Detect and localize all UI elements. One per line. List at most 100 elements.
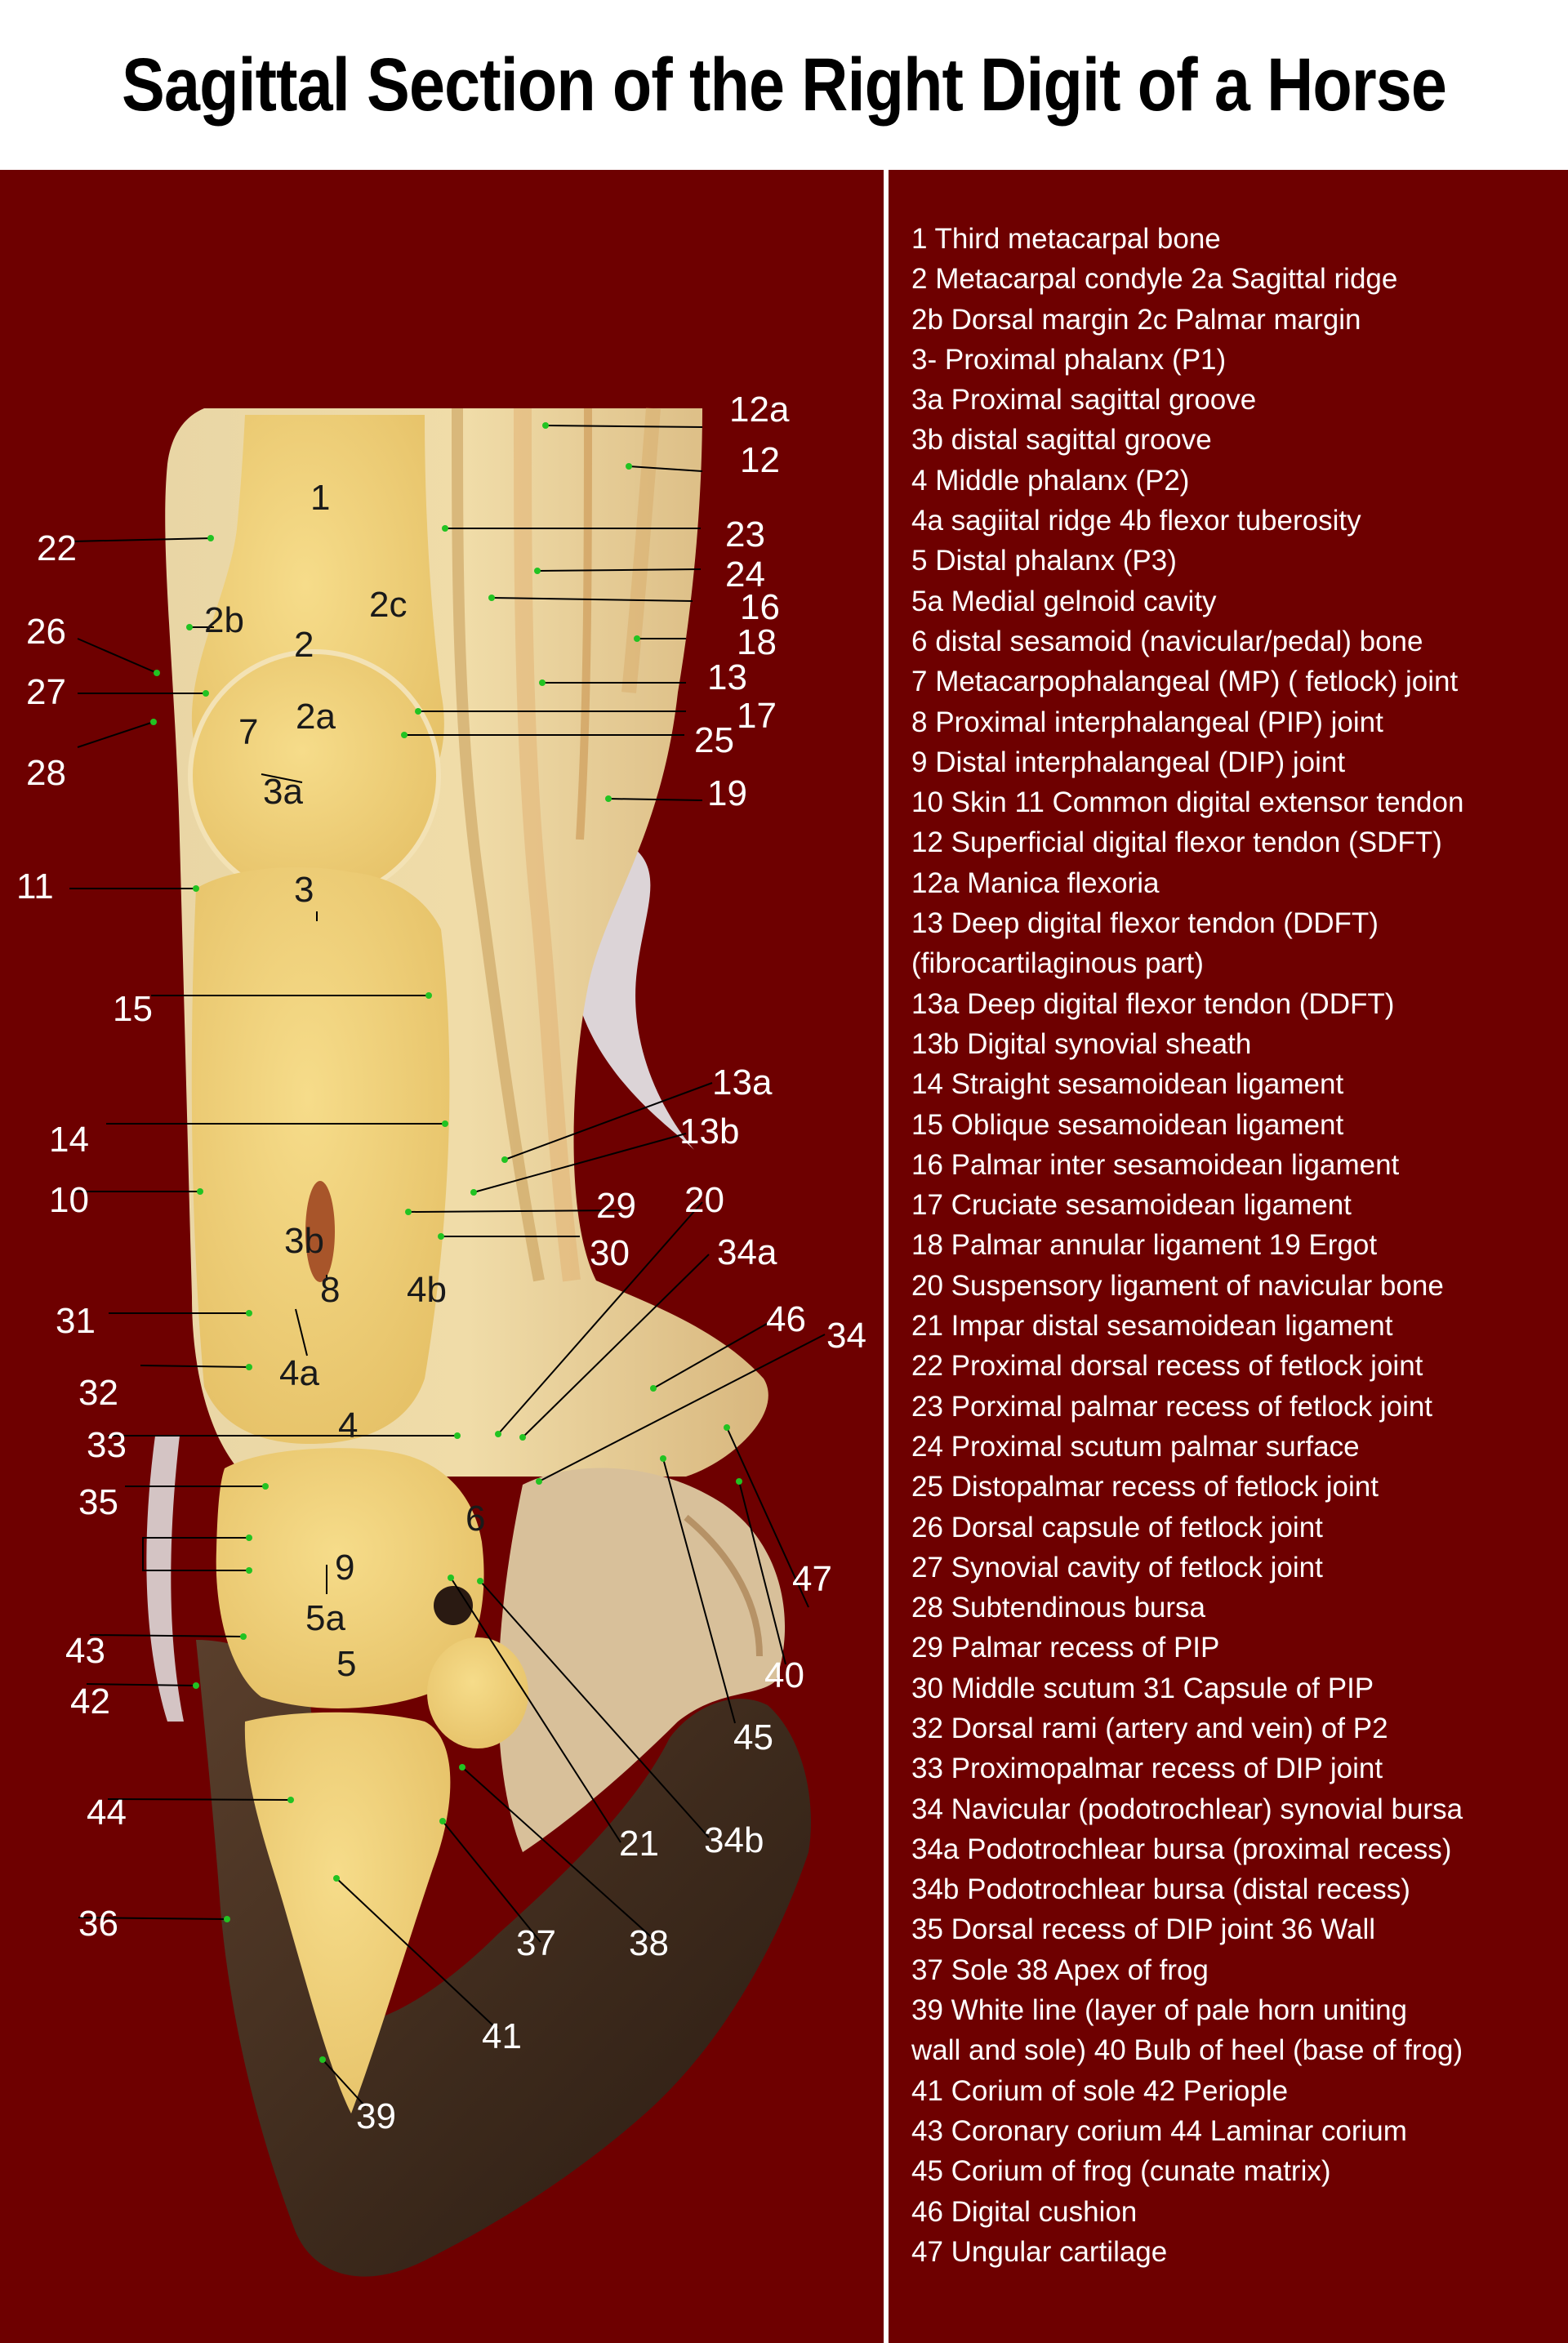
leader-line xyxy=(537,568,702,572)
leader-line xyxy=(77,721,154,748)
leader-line xyxy=(89,1634,244,1637)
structure-label: 34b xyxy=(704,1820,764,1860)
pointer-dot xyxy=(477,1578,483,1584)
legend-item: 13b Digital synovial sheath xyxy=(911,1027,1252,1060)
pointer-dot xyxy=(534,568,541,574)
structure-label: 13b xyxy=(679,1111,740,1151)
leader-line xyxy=(107,1798,292,1801)
digital-cushion xyxy=(498,1468,786,1852)
structure-label: 24 xyxy=(725,555,765,595)
structure-label: 29 xyxy=(596,1186,636,1226)
pointer-dot xyxy=(439,1818,446,1824)
structure-label: 27 xyxy=(26,672,66,712)
structure-label: 44 xyxy=(87,1793,127,1833)
legend-item: 24 Proximal scutum palmar surface xyxy=(911,1430,1360,1463)
leader-line xyxy=(408,1209,621,1213)
leader-line xyxy=(461,1766,654,1940)
leader-line xyxy=(545,425,703,428)
title-bar: Sagittal Section of the Right Digit of a… xyxy=(0,0,1568,170)
pointer-dot xyxy=(454,1432,461,1439)
structure-label: 2b xyxy=(204,600,244,640)
legend-item: 2 Metacarpal condyle 2a Sagittal ridge xyxy=(911,263,1398,296)
legend-item: 23 Porximal palmar recess of fetlock joi… xyxy=(911,1390,1433,1423)
legend-item: 33 Proximopalmar recess of DIP joint xyxy=(911,1753,1383,1785)
leader-line xyxy=(538,1334,826,1482)
pointer-dot xyxy=(415,708,421,715)
leader-line xyxy=(497,1201,703,1435)
legend-item: 13 Deep digital flexor tendon (DDFT) xyxy=(911,907,1379,940)
legend-item: 1 Third metacarpal bone xyxy=(911,223,1221,255)
structure-label: 19 xyxy=(707,773,747,813)
pointer-dot xyxy=(442,1120,448,1127)
legend-item: 29 Palmar recess of PIP xyxy=(911,1632,1220,1664)
legend-item: (fibrocartilaginous part) xyxy=(911,947,1204,980)
p1-foramen xyxy=(305,1181,335,1282)
pointer-dot xyxy=(197,1188,203,1195)
structure-label: 42 xyxy=(70,1682,110,1722)
legend-item: 34 Navicular (podotrochlear) synovial bu… xyxy=(911,1793,1463,1825)
structure-label: 35 xyxy=(78,1482,118,1522)
structure-label: 6 xyxy=(466,1499,486,1539)
legend-item: 37 Sole 38 Apex of frog xyxy=(911,1953,1209,1986)
leader-line xyxy=(628,465,703,472)
legend-item: 20 Suspensory ligament of navicular bone xyxy=(911,1269,1444,1302)
pointer-dot xyxy=(724,1424,730,1431)
legend-item: 47 Ungular cartilage xyxy=(911,2235,1168,2268)
leader-line xyxy=(738,1481,786,1665)
leader-line xyxy=(442,1820,541,1943)
structure-label: 20 xyxy=(684,1180,724,1220)
leader-line xyxy=(653,1321,772,1389)
structure-label: 13 xyxy=(707,657,747,697)
structure-label: 40 xyxy=(764,1655,804,1695)
leader-line xyxy=(479,1580,710,1838)
pointer-dot xyxy=(193,1682,199,1689)
bracket-32 xyxy=(142,1537,249,1571)
structure-label: 25 xyxy=(694,720,734,760)
pointer-dot xyxy=(207,535,214,541)
structure-label: 5 xyxy=(336,1644,357,1684)
structure-label: 41 xyxy=(482,2016,522,2056)
pointer-dot xyxy=(442,525,448,532)
pointer-dot xyxy=(240,1633,247,1640)
legend-item: 35 Dorsal recess of DIP joint 36 Wall xyxy=(911,1913,1376,1946)
legend-item: 28 Subtendinous bursa xyxy=(911,1592,1205,1624)
structure-label: 4a xyxy=(279,1353,319,1393)
legend-item: 32 Dorsal rami (artery and vein) of P2 xyxy=(911,1712,1388,1744)
pointer-dot xyxy=(425,992,432,999)
structure-label: 37 xyxy=(516,1923,556,1963)
legend-item: 12 Superficial digital flexor tendon (SD… xyxy=(911,826,1442,859)
pointer-dot xyxy=(519,1434,526,1441)
structure-label: 46 xyxy=(766,1299,806,1339)
leader-line xyxy=(726,1427,809,1608)
legend-item: wall and sole) 40 Bulb of heel (base of … xyxy=(911,2034,1463,2067)
leader-line xyxy=(522,1254,710,1438)
legend-item: 3b distal sagittal groove xyxy=(911,424,1212,457)
legend-item: 9 Distal interphalangeal (DIP) joint xyxy=(911,746,1346,778)
legend-item: 2b Dorsal margin 2c Palmar margin xyxy=(911,303,1361,336)
structure-label: 38 xyxy=(629,1923,669,1963)
structure-label: 16 xyxy=(740,587,780,627)
structure-label: 1 xyxy=(310,478,331,518)
legend-item: 10 Skin 11 Common digital extensor tendo… xyxy=(911,786,1464,819)
pointer-dot xyxy=(736,1478,742,1485)
legend-item: 25 Distopalmar recess of fetlock joint xyxy=(911,1471,1379,1503)
legend-item: 39 White line (layer of pale horn unitin… xyxy=(911,1994,1408,2027)
structure-label: 2a xyxy=(296,697,336,737)
leader-line xyxy=(322,2059,367,2108)
structure-label: 23 xyxy=(725,514,765,555)
pointer-dot xyxy=(470,1189,477,1196)
legend-item: 16 Palmar inter sesamoidean ligament xyxy=(911,1148,1400,1181)
legend-item: 5 Distal phalanx (P3) xyxy=(911,545,1177,577)
structure-label: 9 xyxy=(335,1548,355,1588)
structure-label: 45 xyxy=(733,1717,773,1757)
leader-line xyxy=(140,1365,250,1368)
pointer-dot xyxy=(626,463,632,470)
pointer-dot xyxy=(495,1431,501,1437)
navicular-bone xyxy=(427,1637,528,1748)
structure-label: 21 xyxy=(619,1824,659,1864)
legend-item: 41 Corium of sole 42 Periople xyxy=(911,2074,1289,2107)
pointer-dot xyxy=(401,732,408,738)
pointer-dot xyxy=(405,1209,412,1215)
legend-item: 3a Proximal sagittal groove xyxy=(911,384,1257,416)
